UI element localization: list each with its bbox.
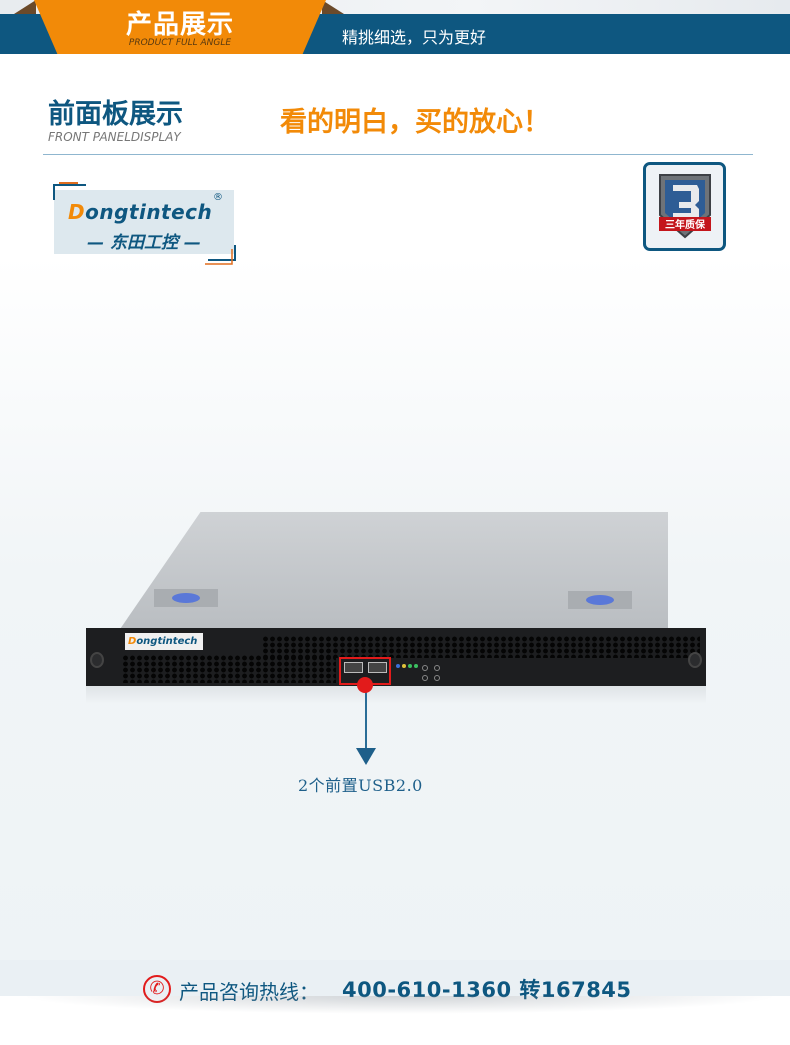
header-orange-tab xyxy=(34,0,326,54)
brand-chinese-name: — 东田工控 — xyxy=(87,233,201,253)
chassis-latch-right xyxy=(568,591,632,609)
header-tagline: 精挑细选，只为更好 xyxy=(342,28,487,47)
vent-honeycomb-upper xyxy=(262,636,700,658)
brand-logo-text: Dongtintech xyxy=(68,200,213,224)
led-lan1 xyxy=(408,664,412,668)
logo-bracket-bottom-right xyxy=(205,245,236,265)
hotline-label: 产品咨询热线： xyxy=(179,980,319,1004)
front-panel-logo: Dongtintech xyxy=(125,633,203,650)
registered-mark: ® xyxy=(213,192,223,203)
hotline-number[interactable]: 400-610-1360 转167845 xyxy=(342,978,632,1002)
section-title: 前面板展示 xyxy=(48,99,183,130)
shield-icon: 三年质保 xyxy=(659,174,711,239)
power-button xyxy=(422,665,428,671)
reset-button xyxy=(434,665,440,671)
usb-port-2 xyxy=(368,662,387,673)
server-chassis-top xyxy=(118,512,668,632)
led-hdd xyxy=(402,664,406,668)
section-subtitle: FRONT PANELDISPLAY xyxy=(48,130,181,144)
phone-icon: ✆ xyxy=(143,975,171,1003)
led-lan2 xyxy=(414,664,418,668)
logo-bracket-top-left xyxy=(53,182,86,200)
brand-logo-box xyxy=(54,190,234,254)
vent-honeycomb-lower-left xyxy=(122,655,336,683)
led-power xyxy=(396,664,400,668)
header-tab-title: 产品展示 xyxy=(125,10,234,40)
power-button-icon xyxy=(422,675,428,681)
usb-port-1 xyxy=(344,662,363,673)
footer-shadow xyxy=(20,996,780,1014)
thumbscrew-left xyxy=(90,652,104,668)
svg-text:三年质保: 三年质保 xyxy=(665,218,706,231)
section-divider xyxy=(43,154,753,155)
callout-marker-dot xyxy=(357,677,373,693)
usb-callout-label: 2个前置USB2.0 xyxy=(298,776,423,795)
header-tab-subtitle: PRODUCT FULL ANGLE xyxy=(128,38,232,48)
chassis-latch-left xyxy=(154,589,218,607)
reset-button-icon xyxy=(434,675,440,681)
thumbscrew-right xyxy=(688,652,702,668)
callout-line xyxy=(365,690,367,750)
arrow-down-icon xyxy=(356,748,376,765)
section-slogan: 看的明白，买的放心！ xyxy=(280,107,550,138)
hotline-bar xyxy=(0,960,790,996)
server-reflection xyxy=(86,686,706,704)
